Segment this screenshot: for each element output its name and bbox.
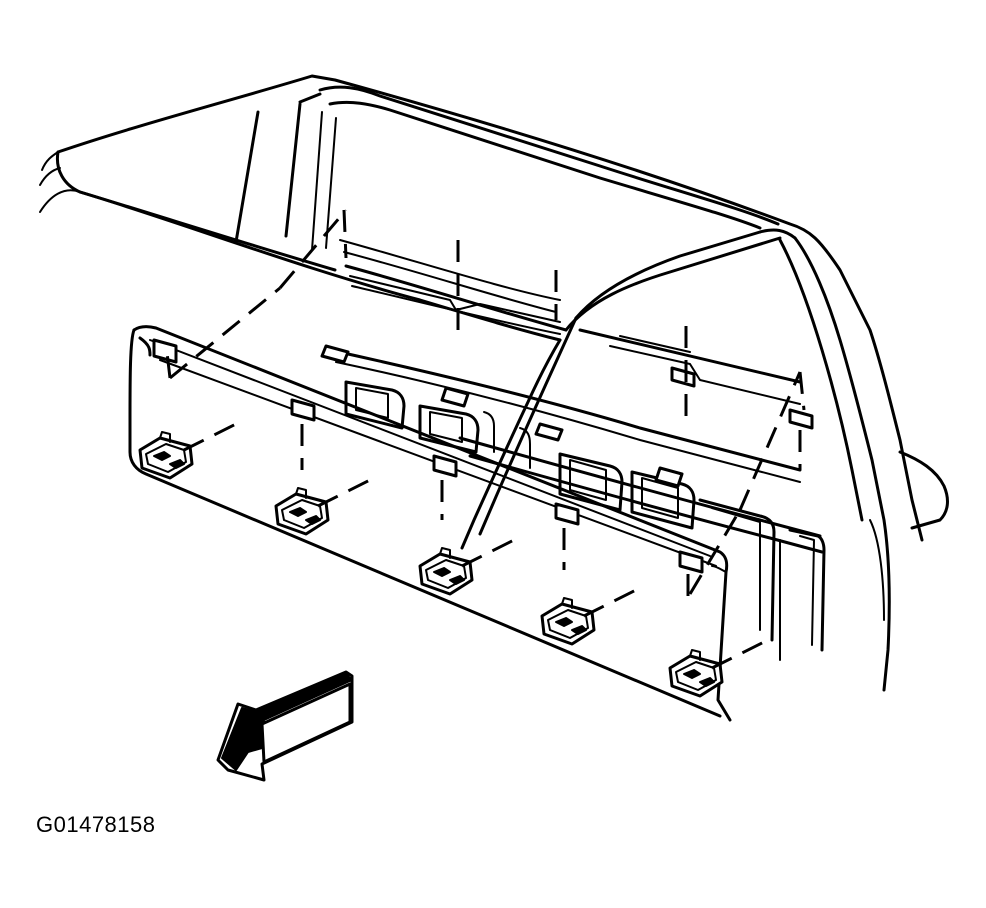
- panel-tabs: [152, 338, 814, 574]
- figure-id-label: G01478158: [36, 812, 156, 837]
- retainer-clip: [138, 431, 194, 480]
- retainer-clip: [540, 597, 596, 646]
- alignment-lines: [164, 209, 806, 670]
- rear-trim-panel: [128, 325, 732, 722]
- retainer-clip: [274, 487, 330, 536]
- cab-back-panel: [328, 328, 826, 661]
- retainer-clip: [668, 649, 724, 698]
- rear-window: [234, 85, 780, 335]
- retainer-clip: [418, 547, 474, 596]
- rear-pillar: [460, 228, 949, 692]
- retainer-clips: [138, 431, 724, 698]
- front-direction-arrow-icon: [216, 670, 354, 782]
- roof-header: [39, 74, 924, 542]
